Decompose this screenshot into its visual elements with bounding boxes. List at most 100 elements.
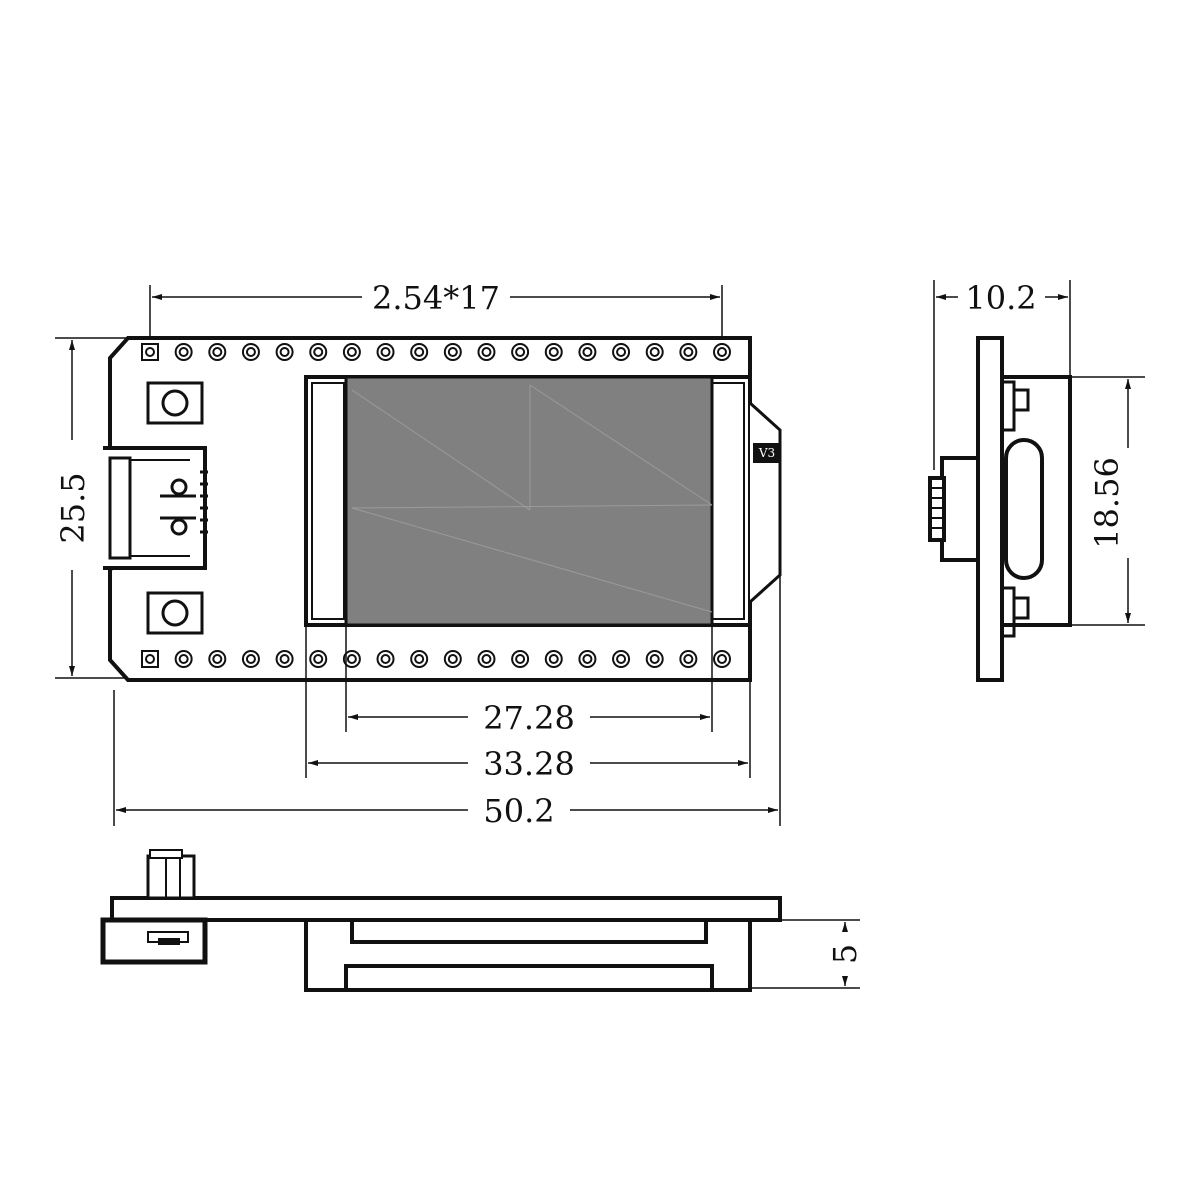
pin-hole xyxy=(582,654,593,664)
pin-pad xyxy=(713,343,731,361)
pin-hole xyxy=(313,347,324,357)
pin-hole xyxy=(145,654,155,664)
pin-hole xyxy=(447,347,458,357)
reset-button xyxy=(146,591,204,635)
pin-hole xyxy=(380,347,391,357)
pin-pad xyxy=(309,343,328,361)
pin-pad xyxy=(477,650,496,668)
bottom-usb-connector xyxy=(100,917,208,965)
pin-pad xyxy=(645,650,664,668)
pin-hole xyxy=(380,654,391,664)
pin-pad xyxy=(241,650,260,668)
pin-pad xyxy=(443,650,462,668)
pin-pad xyxy=(309,650,328,668)
dim-board-height-label: 25.5 xyxy=(54,472,92,543)
pin-hole xyxy=(279,654,290,664)
pin-hole xyxy=(683,654,694,664)
dim-side-screen-height xyxy=(1070,376,1145,626)
pin-pad xyxy=(342,650,361,668)
pin-pad xyxy=(410,650,429,668)
pin-hole xyxy=(346,654,357,664)
pin-pad xyxy=(208,343,227,361)
pin-pad xyxy=(511,343,530,361)
pin-pad-square xyxy=(141,650,159,668)
pin-hole xyxy=(616,654,627,664)
pin-row-top xyxy=(141,343,731,361)
pin-hole xyxy=(313,654,324,664)
pin-pad xyxy=(376,650,395,668)
pin-hole xyxy=(515,654,526,664)
pin-hole xyxy=(683,347,694,357)
pin-hole xyxy=(447,654,458,664)
dim-pin-pitch-label: 2.54*17 xyxy=(372,279,500,317)
lcd-module: V3 xyxy=(304,375,782,627)
dim-screen-active xyxy=(345,625,713,732)
dim-side-depth-label: 10.2 xyxy=(965,279,1036,317)
dim-screen-active-label: 27.28 xyxy=(483,699,575,737)
side-usb-connector xyxy=(928,456,980,562)
dim-side-screen-height-label: 18.56 xyxy=(1088,457,1126,549)
dim-board-length-label: 50.2 xyxy=(483,792,554,830)
boot-button xyxy=(146,381,204,425)
pin-hole xyxy=(414,654,425,664)
bottom-screen xyxy=(304,918,752,992)
pin-hole xyxy=(212,347,223,357)
pin-pad xyxy=(679,343,698,361)
top-view: V3 xyxy=(55,285,782,826)
pin-hole xyxy=(515,347,526,357)
bottom-view xyxy=(100,849,860,992)
pin-hole xyxy=(616,347,627,357)
pin-hole xyxy=(481,347,492,357)
pin-pad xyxy=(174,343,193,361)
pin-pad xyxy=(443,343,462,361)
pin-pad xyxy=(174,650,193,668)
dim-pin-pitch xyxy=(149,285,723,338)
pin-hole xyxy=(649,654,660,664)
pin-hole xyxy=(649,347,660,357)
pin-hole xyxy=(717,654,727,664)
pin-pad xyxy=(645,343,664,361)
pin-hole xyxy=(178,654,189,664)
pin-hole xyxy=(582,347,593,357)
dim-board-length xyxy=(113,575,781,826)
board-version-label: V3 xyxy=(758,446,775,460)
pin-hole xyxy=(548,654,559,664)
pin-hole xyxy=(414,347,425,357)
dim-screen-module-label: 33.28 xyxy=(483,745,575,783)
pin-pad xyxy=(544,343,563,361)
bottom-button xyxy=(146,849,196,900)
side-view xyxy=(928,280,1145,682)
pin-pad xyxy=(578,343,597,361)
pin-pad xyxy=(410,343,429,361)
pin-hole xyxy=(548,347,559,357)
pin-pad xyxy=(241,343,260,361)
bottom-pcb xyxy=(110,896,782,922)
pin-hole xyxy=(178,347,189,357)
pin-pad xyxy=(612,650,631,668)
pin-pad xyxy=(342,343,361,361)
pin-hole xyxy=(212,654,223,664)
pin-pad xyxy=(275,343,294,361)
dim-bottom-thickness-label: 5 xyxy=(826,944,864,964)
pin-pad xyxy=(208,650,227,668)
dim-bottom-thickness xyxy=(750,919,860,989)
pin-hole xyxy=(245,654,256,664)
dim-side-depth xyxy=(933,280,1071,470)
pin-pad xyxy=(477,343,496,361)
pin-pad xyxy=(612,343,631,361)
pin-pad xyxy=(679,650,698,668)
pin-hole xyxy=(245,347,256,357)
pin-hole xyxy=(481,654,492,664)
pin-pad xyxy=(578,650,597,668)
pin-pad xyxy=(275,650,294,668)
pin-hole xyxy=(717,347,727,357)
pin-hole xyxy=(346,347,357,357)
pin-pad xyxy=(376,343,395,361)
dim-screen-module xyxy=(305,625,751,778)
usb-c-connector xyxy=(103,446,208,570)
pin-pad xyxy=(511,650,530,668)
lcd-active-area xyxy=(344,375,714,627)
pin-pad xyxy=(713,650,731,668)
pin-hole xyxy=(279,347,290,357)
